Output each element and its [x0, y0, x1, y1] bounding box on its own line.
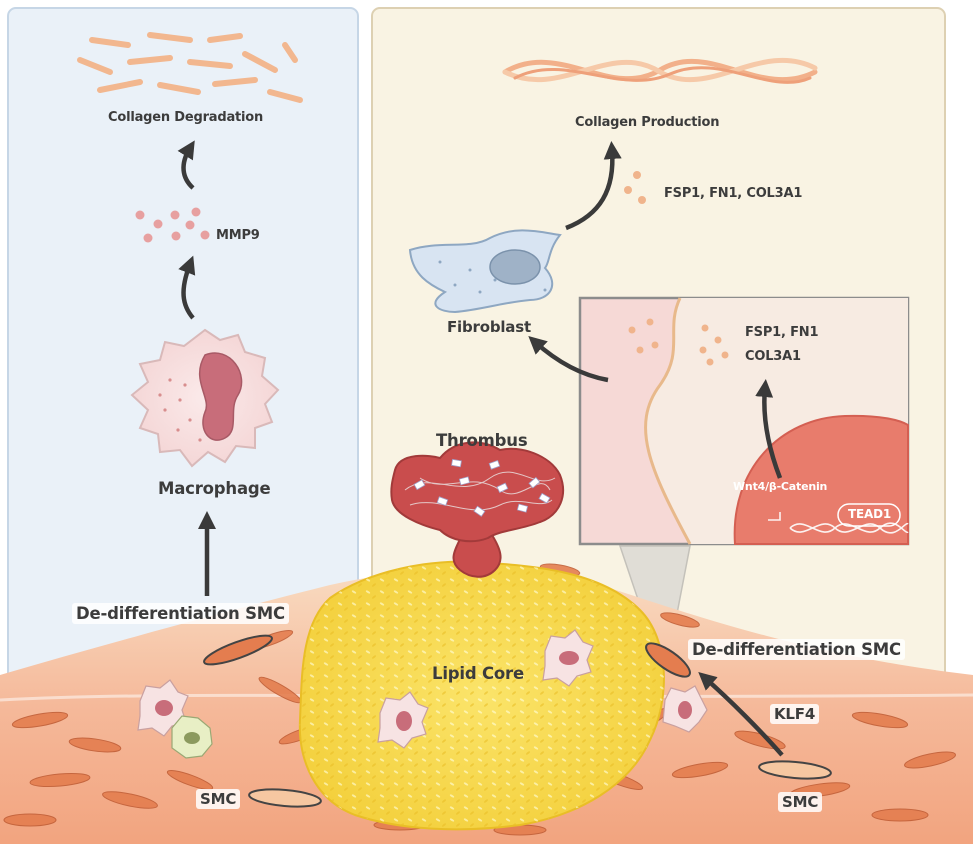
label-dediff-smc-left: De-differentiation SMC [72, 603, 289, 624]
label-macrophage: Macrophage [158, 479, 271, 498]
fsp1-dots-top [624, 171, 646, 204]
label-thrombus: Thrombus [436, 431, 528, 450]
label-fsp1-top: FSP1, FN1, COL3A1 [664, 186, 803, 201]
label-collagen-degradation: Collagen Degradation [108, 110, 264, 125]
label-mmp9: MMP9 [216, 228, 260, 243]
smc-right-cell [758, 760, 832, 780]
collagen-fibers [502, 57, 818, 84]
label-smc-left: SMC [196, 789, 241, 809]
inset-box [578, 296, 910, 546]
small-macrophages [137, 629, 708, 759]
label-klf4: KLF4 [770, 704, 820, 724]
label-inset-col3a1: COL3A1 [745, 349, 801, 364]
lipid-core [298, 560, 665, 831]
arrow-inset-to-fibroblast [528, 335, 609, 383]
fibroblast-cell [408, 229, 562, 314]
label-inset-fsp1: FSP1, FN1 [745, 325, 819, 340]
label-tead1: TEAD1 [848, 507, 891, 521]
label-smc-right: SMC [778, 792, 823, 812]
degraded-collagen-fibers [77, 32, 303, 103]
thrombus [390, 441, 565, 578]
dediff-smc-left-cell [203, 634, 273, 666]
label-lipid-core: Lipid Core [432, 664, 524, 683]
label-dediff-smc-right: De-differentiation SMC [688, 639, 905, 660]
smc-left-cell [248, 788, 322, 808]
mmp9-dots [135, 207, 210, 243]
macrophage-cell [130, 328, 280, 468]
arrow-fibroblast-to-collagen [565, 141, 622, 231]
label-fibroblast: Fibroblast [447, 318, 531, 336]
dediff-smc-right-cell [645, 642, 691, 678]
label-collagen-production: Collagen Production [575, 115, 720, 130]
arrow-macrophage-to-mmp9 [178, 255, 196, 320]
arrow-mmp9-to-degradation [177, 140, 195, 190]
arrow-smc-right-to-dediff [698, 672, 784, 757]
label-wnt4: Wnt4/β-Catenin [733, 480, 828, 493]
smc-cells [203, 634, 832, 808]
